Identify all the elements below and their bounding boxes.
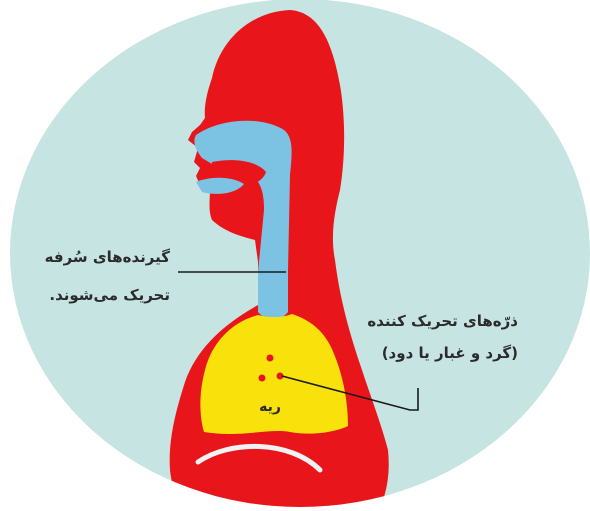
- irritant-particle: [259, 375, 266, 382]
- irritant-particles-label-line2: (گرد و غبار یا دود): [368, 346, 518, 361]
- cough-receptors-label-line1: گیرنده‌های سُرفه: [40, 250, 170, 265]
- irritant-particle: [267, 355, 274, 362]
- irritant-particles-label-line1: ذرّه‌های تحریک کننده: [368, 314, 518, 329]
- lung-label: ریه: [240, 400, 300, 414]
- cough-receptors-label-line2: تحریک می‌شوند.: [40, 288, 170, 303]
